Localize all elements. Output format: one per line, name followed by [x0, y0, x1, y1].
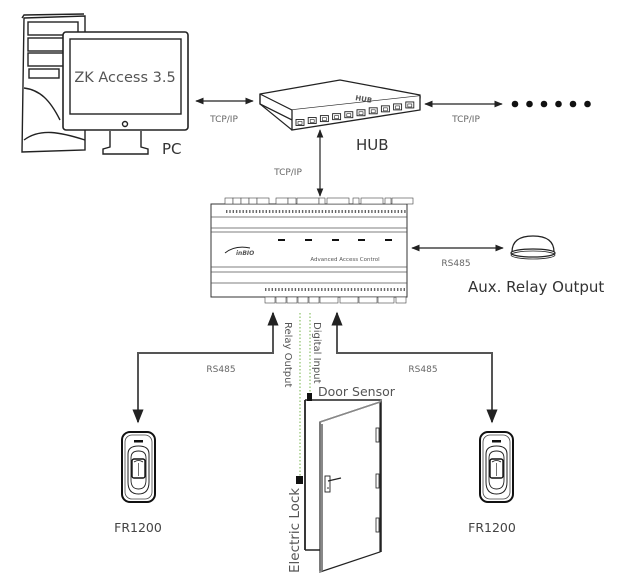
connection-hub-more: TCP/IP — [424, 100, 503, 125]
hub-icon — [259, 79, 421, 131]
fingerprint-reader-icon — [121, 431, 156, 503]
terminal-block — [391, 197, 414, 205]
terminal-block — [319, 296, 339, 304]
pc-monitor-icon — [62, 31, 189, 155]
reader-led — [134, 440, 143, 443]
controller-brand-text: inBIO — [236, 250, 254, 257]
controller-icon — [210, 197, 414, 304]
door-sensor-icon — [307, 393, 312, 401]
connection-controller-reader-right: RS485 — [331, 311, 498, 424]
status-led — [358, 239, 365, 241]
relay-output-wire: Relay Output — [282, 313, 301, 480]
aux-relay-node: Aux. Relay Output — [468, 235, 604, 296]
terminal-block — [358, 296, 378, 304]
electric-lock-label: Electric Lock — [287, 488, 303, 573]
terminal-block — [232, 197, 242, 205]
terminal-block — [296, 197, 320, 205]
reader-left-label: FR1200 — [114, 520, 162, 535]
connection-hub-controller: TCP/IP — [273, 129, 324, 197]
status-led — [385, 239, 392, 241]
reader-right-node: FR1200 — [468, 431, 516, 535]
connection-controller-reader-left: RS485 — [132, 311, 279, 424]
digital-input-wire: Digital Input — [309, 313, 322, 396]
pc-node: ZK Access 3.5 PC — [21, 13, 189, 158]
terminal-block — [352, 197, 360, 205]
digital-input-label: Digital Input — [311, 322, 322, 384]
door-sensor-label: Door Sensor — [318, 384, 396, 399]
hub-controller-label: TCP/IP — [273, 168, 302, 178]
status-led — [278, 239, 285, 241]
reader-led — [492, 440, 501, 443]
more-device-dot — [526, 100, 533, 108]
reader-left-node: FR1200 — [114, 431, 162, 535]
more-device-dot — [584, 100, 591, 108]
reader-left-connection-label: RS485 — [206, 365, 235, 375]
fingerprint-reader-icon — [479, 431, 514, 503]
terminal-block — [360, 197, 384, 205]
door-handle-icon — [324, 475, 342, 493]
terminal-block — [377, 296, 395, 304]
pc-screen-text: ZK Access 3.5 — [74, 70, 175, 86]
pc-hub-label: TCP/IP — [209, 115, 238, 125]
terminal-block — [326, 197, 350, 205]
terminal-block — [318, 197, 326, 205]
more-device-dot — [555, 100, 562, 108]
terminal-block — [240, 197, 250, 205]
more-device-dot — [511, 100, 519, 108]
terminal-block — [264, 296, 276, 304]
hub-body-text: HUB — [355, 94, 373, 105]
controller-node: inBIO Advanced Access Control — [210, 197, 414, 304]
relay-output-label: Relay Output — [282, 322, 293, 387]
controller-aux-label: RS485 — [441, 259, 470, 269]
electric-lock-icon — [296, 476, 303, 484]
more-device-dot — [569, 100, 577, 108]
pc-label: PC — [162, 140, 182, 158]
reader-right-label: FR1200 — [468, 520, 516, 535]
connection-controller-aux: RS485 — [411, 244, 504, 269]
connection-pc-hub: TCP/IP — [195, 97, 254, 125]
hub-label: HUB — [356, 136, 389, 154]
terminal-block — [308, 296, 320, 304]
aux-relay-label: Aux. Relay Output — [468, 278, 604, 296]
door-leaf-icon — [319, 399, 382, 573]
door-node: Door Sensor Electric Lock — [287, 384, 396, 573]
controller-panel-text: Advanced Access Control — [310, 257, 380, 263]
more-devices-dots — [511, 100, 591, 108]
terminal-block — [297, 296, 309, 304]
hub-node: HUB HUB — [259, 79, 421, 154]
more-device-dot — [540, 100, 548, 108]
terminal-block — [339, 296, 359, 304]
terminal-block — [248, 197, 258, 205]
terminal-block — [287, 197, 297, 205]
reader-right-connection-label: RS485 — [408, 365, 437, 375]
aux-relay-icon — [510, 235, 556, 260]
hub-more-label: TCP/IP — [451, 115, 480, 125]
status-led — [332, 239, 339, 241]
terminal-block — [224, 197, 234, 205]
terminal-block — [384, 197, 392, 205]
terminal-block — [275, 197, 289, 205]
status-led — [305, 239, 312, 241]
terminal-block — [286, 296, 298, 304]
terminal-block — [395, 296, 407, 304]
terminal-block — [256, 197, 270, 205]
terminal-block — [275, 296, 287, 304]
